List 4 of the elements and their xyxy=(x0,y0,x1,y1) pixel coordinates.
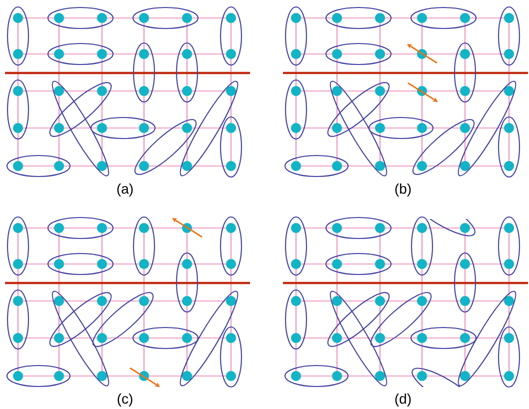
panel-label: (b) xyxy=(395,183,411,197)
panel-label: (c) xyxy=(118,393,132,407)
panel-label: (d) xyxy=(395,393,411,407)
panel-label: (a) xyxy=(117,183,133,197)
